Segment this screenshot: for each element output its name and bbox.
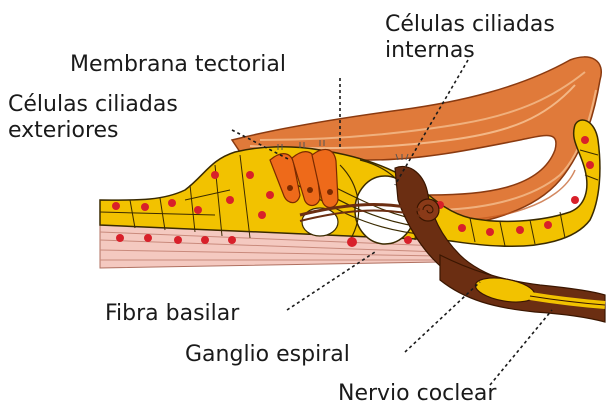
label-cochlear-nerve: Nervio coclear [338,381,497,406]
inner-hair-cell-body [417,199,439,221]
label-basilar-fiber: Fibra basilar [105,301,240,326]
label-inner-hair-cells-line2: internas [385,38,475,63]
label-outer-hair-cells-line2: exteriores [8,118,119,143]
leader-cochlear-nerve [490,310,552,385]
label-tectorial-membrane: Membrana tectorial [70,52,286,77]
label-inner-hair-cells-line1: Células ciliadas [385,12,555,37]
label-outer-hair-cells-line1: Células ciliadas [8,92,178,117]
label-spiral-ganglion: Ganglio espiral [185,342,350,367]
